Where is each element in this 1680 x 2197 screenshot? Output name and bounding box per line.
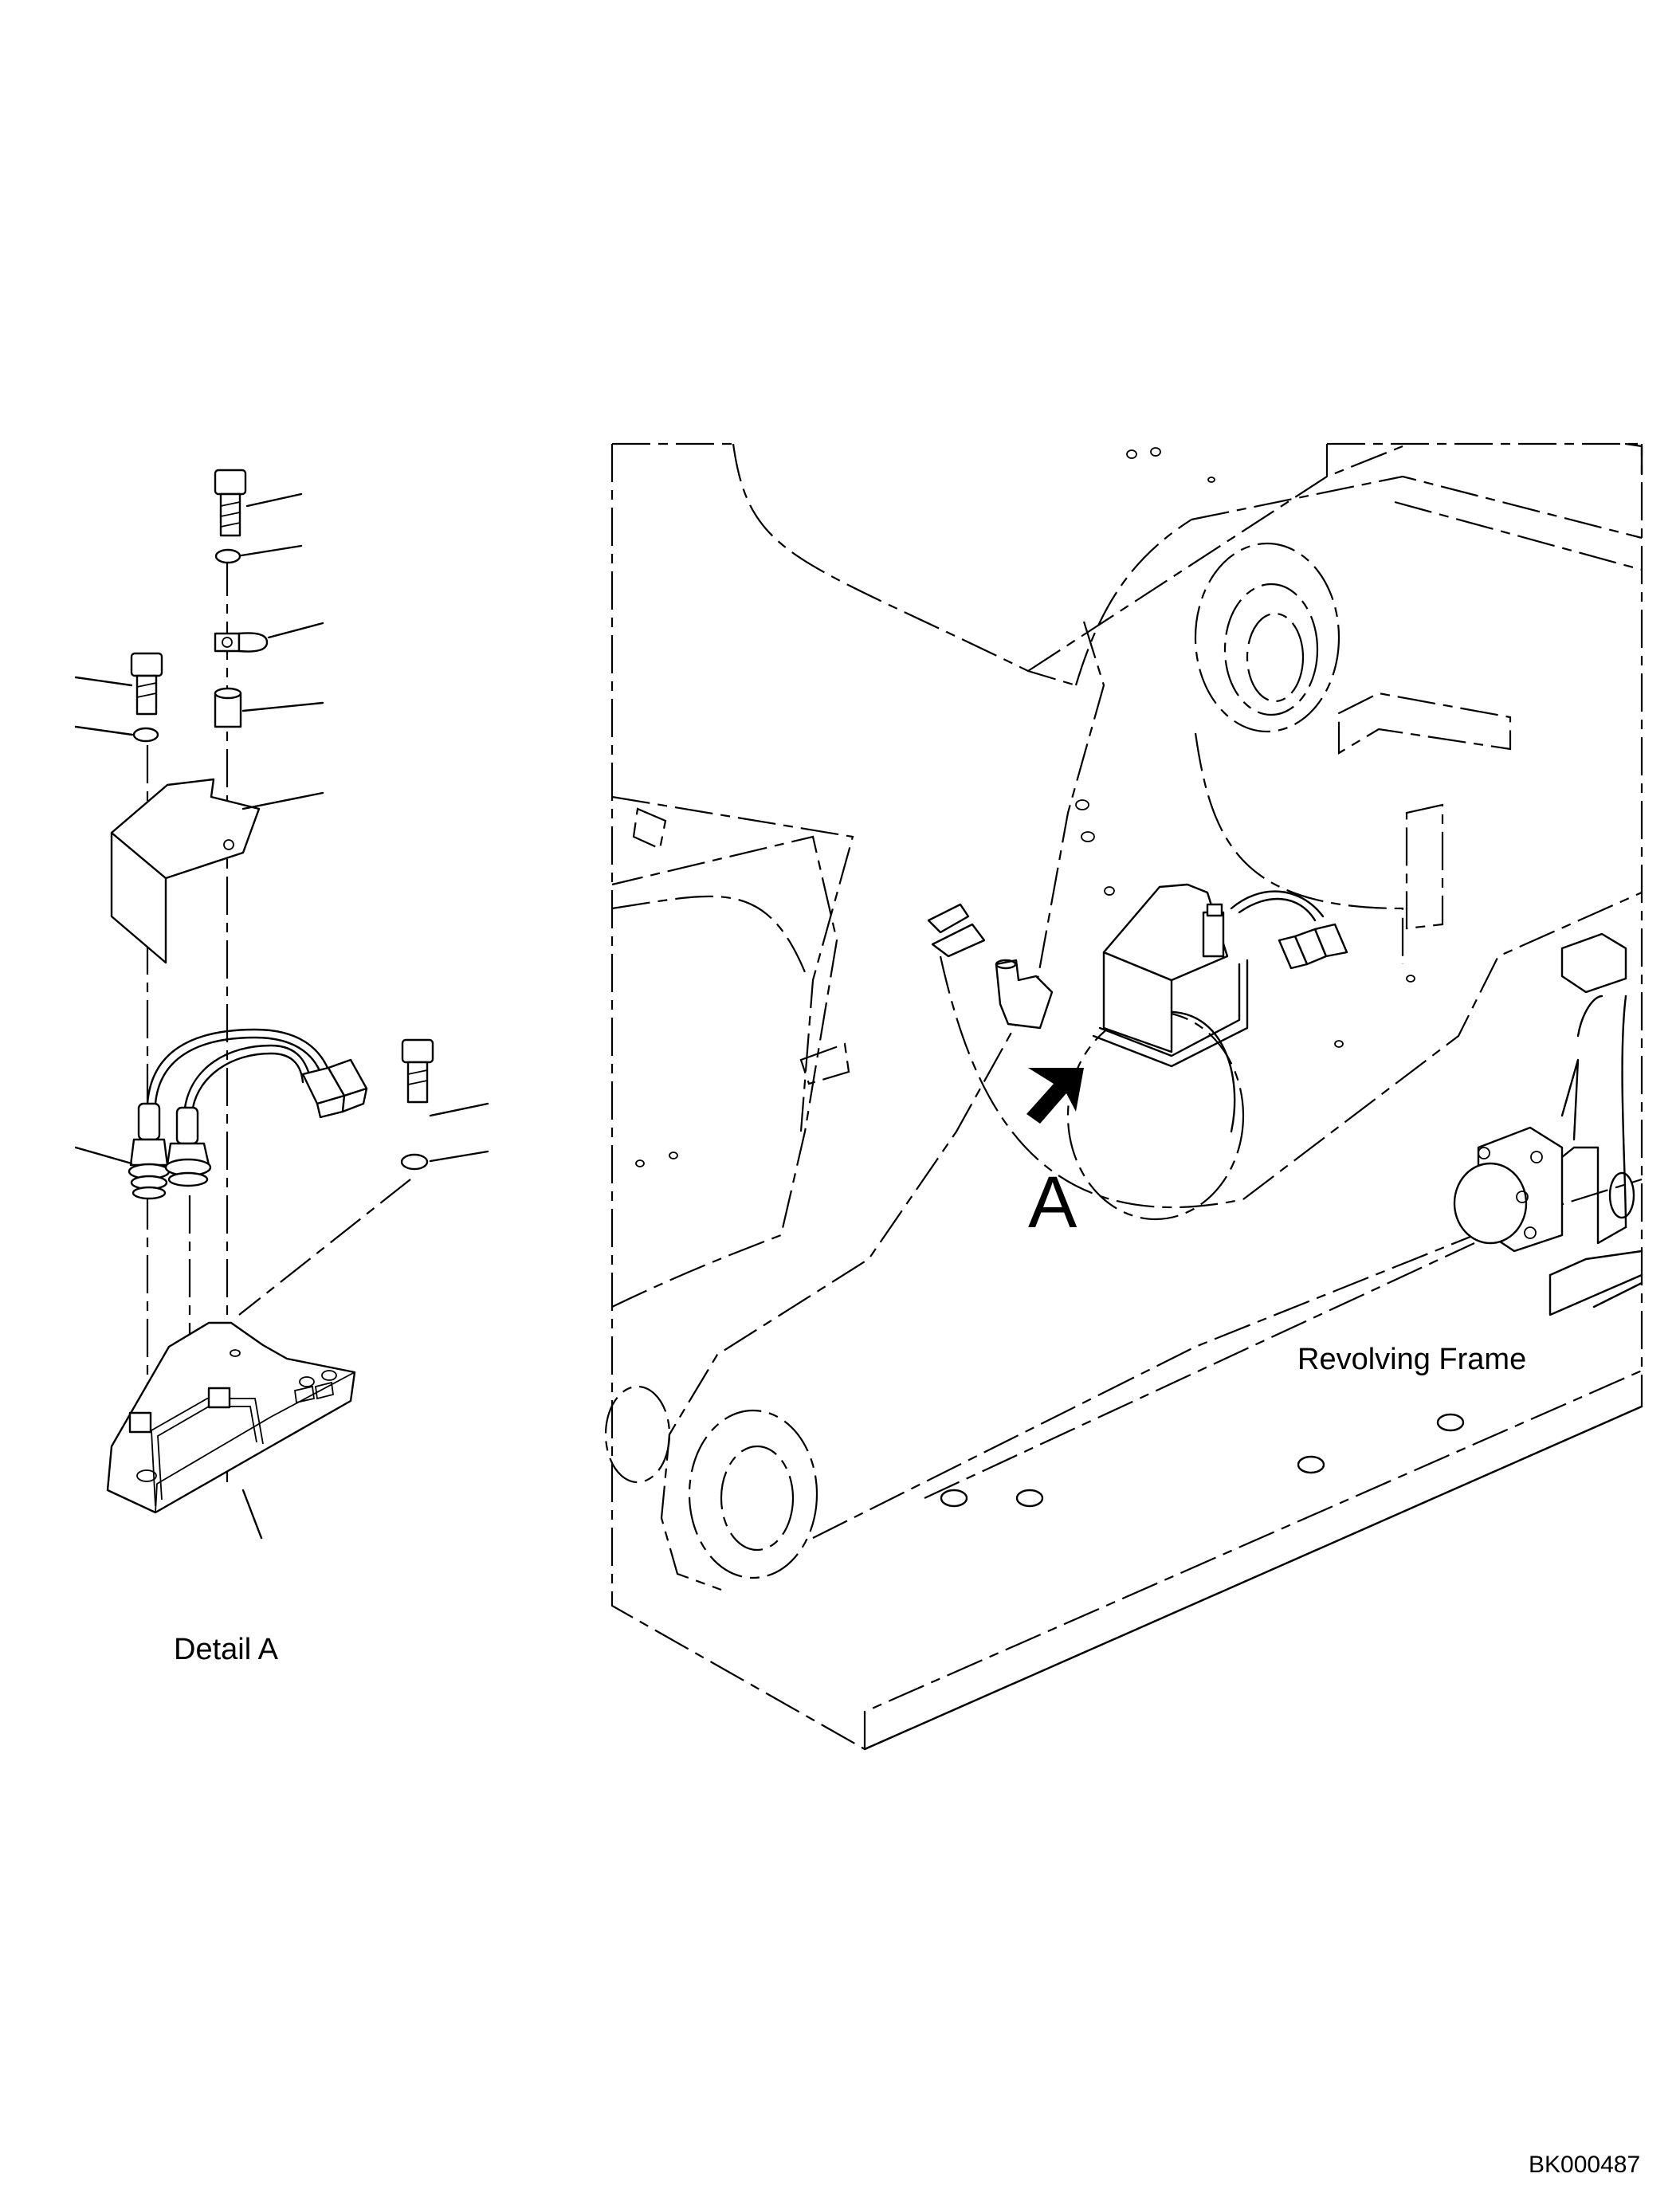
leader-washer-right (429, 1150, 489, 1163)
view-arrow-icon (1026, 1068, 1084, 1124)
leader-sensor-left (74, 1146, 133, 1165)
bolt-right (401, 1038, 434, 1104)
leader-washer-top (240, 544, 303, 557)
drawing-number: BK000487 (1529, 2152, 1640, 2178)
leader-cover (241, 791, 324, 810)
leader-washer-left (74, 725, 134, 736)
bolt-top (214, 469, 247, 537)
sensor-left (128, 1102, 171, 1200)
motor-unit (1453, 1126, 1564, 1253)
detail-a-exploded-view (74, 469, 489, 1540)
detail-label: Detail A (174, 1633, 279, 1666)
installed-sensor-assembly (1092, 883, 1348, 1068)
clamp (214, 632, 269, 653)
leader-bolt-top (245, 492, 303, 508)
leader-clamp (267, 622, 324, 639)
leader-bracket (241, 1489, 263, 1540)
cover (110, 778, 261, 964)
washer-right (400, 1153, 429, 1171)
washer-left (132, 727, 159, 743)
revolving-frame-view (604, 442, 1643, 1751)
leader-spacer (241, 701, 324, 712)
leader-bolt-right (429, 1102, 489, 1117)
spacer (214, 687, 242, 728)
connectors (301, 1058, 368, 1119)
bracket (106, 1321, 356, 1514)
sensor-right (164, 1106, 212, 1187)
washer-top (214, 548, 241, 564)
wire-harness (146, 1028, 332, 1109)
view-marker-label: A (1028, 1162, 1077, 1243)
leader-bolt-left (74, 676, 133, 687)
frame-label: Revolving Frame (1297, 1343, 1526, 1376)
bolt-left (130, 652, 163, 716)
